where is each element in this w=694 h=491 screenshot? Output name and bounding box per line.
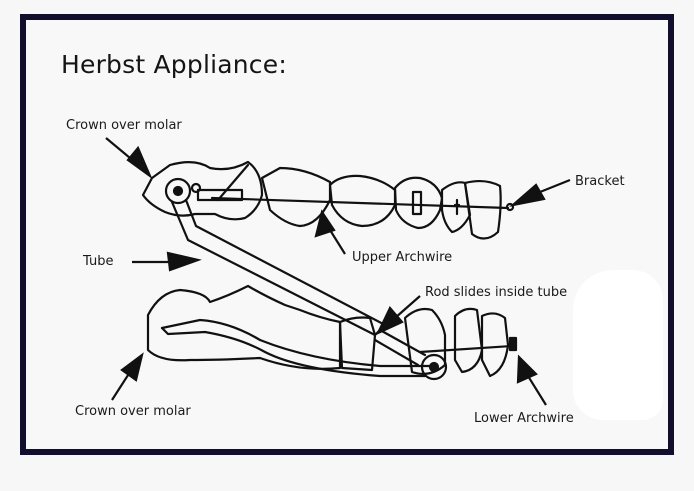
lower-wire-end: [508, 336, 518, 352]
upper-archwire: [210, 196, 510, 210]
lower-tooth-2: [403, 307, 447, 375]
diagram-frame: [20, 14, 674, 455]
bracket-end: [505, 202, 515, 212]
lower-molar-crown: [146, 284, 342, 370]
upper-tooth-1: [260, 166, 332, 228]
lower-pivot: [420, 353, 448, 381]
upper-tooth-3: [393, 176, 444, 230]
upper-tooth-4: [440, 181, 472, 234]
arrow-rod: [394, 295, 421, 319]
arrow-lower-archwire: [527, 375, 547, 406]
label-bracket: Bracket: [575, 174, 625, 189]
upper-tooth-5: [463, 179, 502, 240]
lower-archwire: [418, 344, 514, 354]
label-crown-lower: Crown over molar: [75, 404, 191, 419]
arrow-upper-archwire: [329, 229, 346, 255]
molar-tube: [196, 188, 244, 202]
label-upper-archwire: Upper Archwire: [352, 250, 453, 265]
upper-pivot: [164, 177, 192, 205]
label-rod: Rod slides inside tube: [425, 285, 568, 300]
lower-crown-slot: [160, 318, 432, 368]
tube: [170, 198, 387, 337]
arrow-bracket: [539, 178, 571, 194]
lower-tooth-3: [453, 307, 484, 374]
upper-molar-crown: [141, 160, 264, 221]
upper-tooth-2: [328, 174, 397, 228]
upper-bracket: [411, 190, 423, 216]
lower-tooth-1: [338, 316, 377, 372]
rod: [373, 328, 427, 367]
arrow-crown-lower: [111, 371, 131, 401]
diagram-title: Herbst Appliance:: [61, 50, 287, 79]
lower-tooth-4: [480, 312, 510, 378]
upper-bracket-small: [453, 198, 461, 216]
scan-artifact: [573, 270, 663, 420]
label-crown-upper: Crown over molar: [66, 118, 182, 133]
label-tube: Tube: [83, 254, 114, 269]
label-lower-archwire: Lower Archwire: [474, 411, 574, 426]
